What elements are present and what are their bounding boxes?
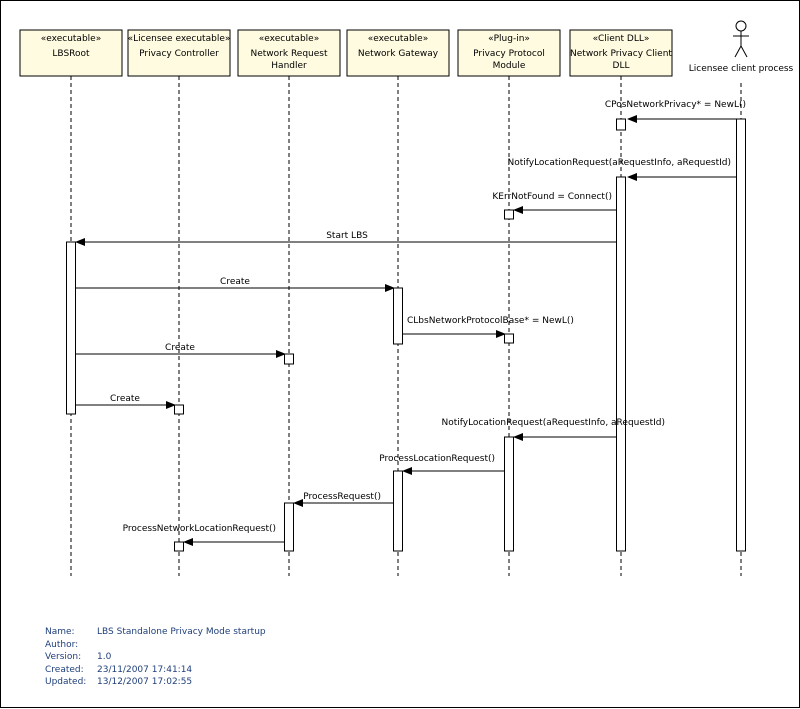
participant-name: Privacy Controller <box>139 49 219 59</box>
actor-leg-right <box>740 45 748 58</box>
participant-name: LBSRoot <box>52 49 90 59</box>
meta-value: 23/11/2007 17:41:14 <box>97 664 193 675</box>
participant-lbsroot: «executable» LBSRoot <box>19 29 123 77</box>
meta-row-author: Author: <box>45 639 266 652</box>
participant-stereotype: «Licensee executable» <box>128 34 231 44</box>
message-label: ProcessNetworkLocationRequest() <box>123 524 276 534</box>
activation-bar <box>736 118 746 552</box>
participant-name: Module <box>493 61 526 71</box>
participant-stereotype: «executable» <box>259 34 319 44</box>
participant-name: Network Privacy Client <box>570 49 672 59</box>
message-label: Create <box>165 343 195 353</box>
message-label: CPosNetworkPrivacy* = NewL() <box>605 100 746 110</box>
message-label: ProcessLocationRequest() <box>379 454 495 464</box>
participant-box <box>569 29 673 77</box>
participant-name: DLL <box>613 61 630 71</box>
meta-row-created: Created: 23/11/2007 17:41:14 <box>45 664 266 677</box>
participant-stereotype: «Plug-in» <box>488 34 530 44</box>
meta-key: Updated: <box>45 677 87 687</box>
message-label: Create <box>110 394 140 404</box>
message-arrow: NotifyLocationRequest(aRequestInfo, aReq… <box>507 158 737 181</box>
activation-bar <box>393 287 403 345</box>
participant-stereotype: «Client DLL» <box>593 34 650 44</box>
activation-bar <box>504 333 514 344</box>
actor-name: Licensee client process <box>689 64 794 74</box>
meta-key: Name: <box>45 627 75 637</box>
activation-bar <box>174 404 184 415</box>
meta-value: 13/12/2007 17:02:55 <box>97 677 193 687</box>
meta-key: Version: <box>45 652 82 662</box>
message-arrow: ProcessRequest() <box>293 492 394 507</box>
participant-box <box>237 29 341 77</box>
activation-bar <box>616 118 626 131</box>
diagram-metadata: Name: LBS Standalone Privacy Mode startup… <box>45 626 266 689</box>
message-arrow: CPosNetworkPrivacy* = NewL() <box>605 100 746 123</box>
meta-value: LBS Standalone Privacy Mode startup <box>97 627 266 637</box>
participant-name: Network Request <box>251 49 328 59</box>
message-label: ProcessRequest() <box>303 492 381 502</box>
meta-row-version: Version: 1.0 <box>45 651 266 664</box>
activation-bar <box>504 436 514 552</box>
participant-name: Network Gateway <box>358 49 439 59</box>
participant-ngw: «executable» Network Gateway <box>346 29 450 77</box>
participant-stereotype: «executable» <box>368 34 428 44</box>
meta-key: Created: <box>45 664 84 675</box>
participant-name: Privacy Protocol <box>473 49 545 59</box>
participant-box <box>127 29 231 77</box>
message-label: Create <box>220 277 250 287</box>
message-label: KErrNotFound = Connect() <box>492 192 612 202</box>
message-label: CLbsNetworkProtocolBase* = NewL() <box>407 316 574 326</box>
participant-box <box>457 29 561 77</box>
message-arrow: KErrNotFound = Connect() <box>492 192 617 214</box>
activation-bar <box>393 470 403 552</box>
actor-head <box>735 20 747 32</box>
message-label: NotifyLocationRequest(aRequestInfo, aReq… <box>507 158 731 168</box>
meta-value: 1.0 <box>97 652 112 662</box>
actor-icon <box>733 20 749 58</box>
message-arrow: ProcessLocationRequest() <box>379 454 505 475</box>
meta-key: Author: <box>45 639 79 650</box>
participant-box <box>346 29 450 77</box>
participant-privctrl: «Licensee executable» Privacy Controller <box>127 29 231 77</box>
message-arrow: Create <box>76 394 176 409</box>
message-arrow: Create <box>76 343 286 358</box>
message-arrow: Create <box>76 277 395 292</box>
actor-leg-left <box>734 45 742 58</box>
participant-stereotype: «executable» <box>41 34 101 44</box>
participant-name: Handler <box>271 61 307 71</box>
message-arrow: NotifyLocationRequest(aRequestInfo, aReq… <box>441 418 665 441</box>
meta-row-updated: Updated: 13/12/2007 17:02:55 <box>45 676 266 689</box>
activation-bar <box>284 353 294 365</box>
participant-box <box>19 29 123 77</box>
activation-bar <box>504 209 514 220</box>
message-label: NotifyLocationRequest(aRequestInfo, aReq… <box>441 418 665 428</box>
message-label: Start LBS <box>326 231 368 241</box>
activation-bar <box>284 502 294 552</box>
message-arrow: Start LBS <box>75 231 617 246</box>
activation-bar <box>174 541 184 552</box>
activation-bar <box>616 176 626 552</box>
meta-row-name: Name: LBS Standalone Privacy Mode startup <box>45 626 266 639</box>
activation-bar <box>66 241 76 415</box>
message-arrow: CLbsNetworkProtocolBase* = NewL() <box>403 316 574 338</box>
message-arrow: ProcessNetworkLocationRequest() <box>123 524 285 546</box>
